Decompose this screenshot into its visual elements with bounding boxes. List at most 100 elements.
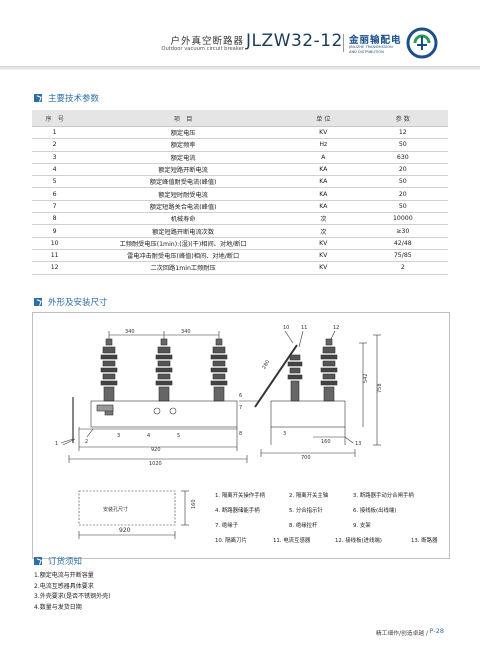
cell-item: 额定短路关合电流(峰值)	[77, 200, 289, 214]
cell-item: 工频耐受电压(1min):(湿)(干)相间、对地/断口	[77, 237, 289, 250]
cell-unit: A	[288, 151, 358, 164]
legend-4-1: 10. 隔离刀片	[215, 538, 247, 544]
cell-value: 50	[357, 200, 448, 214]
cell-item: 额定短路开断电流	[77, 163, 289, 177]
cell-item: 额定频率	[77, 138, 289, 152]
callout-7: 7	[239, 405, 242, 411]
cell-unit: KV	[288, 237, 358, 250]
legend-1-2: 2. 隔离开关主轴	[289, 493, 329, 499]
legend-1-3: 3. 断路器手动分合闸手柄	[353, 493, 414, 499]
callout-8: 8	[239, 431, 242, 437]
cell-no: 1	[32, 126, 78, 140]
cell-item: 额定峰值耐受电流(峰值)	[77, 175, 289, 189]
cell-item: 额定短时耐受电流	[77, 187, 289, 201]
edit-icon	[34, 298, 42, 306]
cell-value: 50	[357, 175, 448, 189]
cell-value: 12	[357, 126, 448, 140]
legend-1-1: 1. 隔离开关操作手柄	[215, 493, 265, 499]
breaker-box	[90, 400, 238, 428]
logo-text-en-1: JINLIZHE TRANSMISSION	[349, 45, 393, 49]
side-view: 10 11 12 280 6 7	[239, 325, 383, 461]
cell-no: 12	[32, 261, 78, 275]
cell-value: 2	[357, 261, 448, 275]
legend-2-1: 4. 断路器储能手柄	[215, 508, 260, 514]
col-header-item: 项 目	[77, 110, 289, 127]
cell-value: ≥30	[357, 224, 448, 238]
cell-item: 额定电压	[77, 126, 289, 140]
header-divider	[343, 34, 344, 52]
cell-no: 3	[32, 151, 78, 164]
dimension-drawing: 340 340	[32, 312, 450, 559]
dim-758: 758	[377, 383, 383, 393]
legend-4-2: 11. 电流互感器	[273, 538, 311, 544]
brand-logo-icon	[406, 27, 438, 59]
note-3: 3.外壳要求(是否不锈钢外壳)	[34, 593, 111, 600]
cell-item: 二次回路1min工频耐压	[77, 261, 289, 275]
cell-no: 2	[32, 138, 78, 152]
callout-11: 11	[301, 325, 307, 331]
header-title-en: Outdoor vacuum circuit breaker	[161, 46, 244, 52]
dim-340-right: 340	[181, 329, 191, 335]
cell-no: 4	[32, 163, 78, 177]
cell-value: 20	[357, 163, 448, 177]
dim-160-mount: 160	[191, 499, 197, 509]
legend-3-2: 8. 绝缘拉杆	[289, 523, 318, 529]
footer-page-number: P-28	[429, 627, 444, 635]
mount-label: 安装孔尺寸	[103, 506, 128, 513]
cell-value: 50	[357, 138, 448, 152]
callout-1: 1	[55, 441, 58, 447]
logo-text-cn: 金丽输配电	[349, 35, 402, 46]
callout-2: 2	[85, 439, 88, 445]
cell-no: 7	[32, 200, 78, 214]
col-header-value: 参 数	[357, 110, 448, 127]
cell-unit: KV	[288, 249, 358, 263]
section-title-ordering: 订货须知	[34, 555, 82, 567]
dim-280: 280	[261, 359, 271, 370]
note-2: 2.电流互感器具体要求	[34, 582, 94, 590]
section-title-drawing-text: 外形及安装尺寸	[48, 298, 108, 308]
callout-3: 3	[117, 433, 120, 439]
section-title-specs-text: 主要技术参数	[48, 94, 100, 104]
callout-13: 13	[355, 441, 361, 447]
col-header-no: 序 号	[32, 110, 78, 127]
cell-value: 42/48	[357, 237, 448, 250]
cell-value: 630	[357, 151, 448, 164]
callout-6: 6	[239, 393, 242, 399]
callout-10: 10	[283, 325, 289, 331]
dim-340-left: 340	[125, 329, 135, 335]
cell-no: 6	[32, 187, 78, 201]
cell-item: 额定短路开断电流次数	[77, 224, 289, 238]
cell-no: 10	[32, 237, 78, 250]
callout-4: 4	[147, 433, 150, 439]
logo-text-en-2: AND DISTRIBUTION	[349, 50, 384, 54]
drawing-svg: 340 340	[55, 325, 383, 539]
cell-value: 10000	[357, 212, 448, 226]
cell-item: 机械寿命	[77, 212, 289, 226]
callout-5: 5	[177, 433, 180, 439]
legend-4-4: 13. 断路器	[411, 538, 438, 544]
edit-icon	[34, 94, 42, 102]
cell-unit: KA	[288, 187, 358, 201]
header-model: JLZW32-12	[246, 31, 343, 51]
cell-value: 75/85	[357, 249, 448, 263]
note-4: 4.数量与发货日期	[34, 603, 82, 611]
dim-1020: 1020	[149, 461, 162, 467]
edit-icon	[34, 557, 42, 565]
cell-unit: KA	[288, 175, 358, 189]
cell-unit: KV	[288, 126, 358, 140]
cell-unit: 次	[288, 212, 358, 226]
page-header: 户外真空断路器 Outdoor vacuum circuit breaker J…	[0, 0, 480, 68]
cell-no: 5	[32, 175, 78, 189]
callout-12: 12	[333, 325, 339, 331]
dim-160: 160	[321, 439, 331, 445]
header-band	[0, 66, 480, 70]
